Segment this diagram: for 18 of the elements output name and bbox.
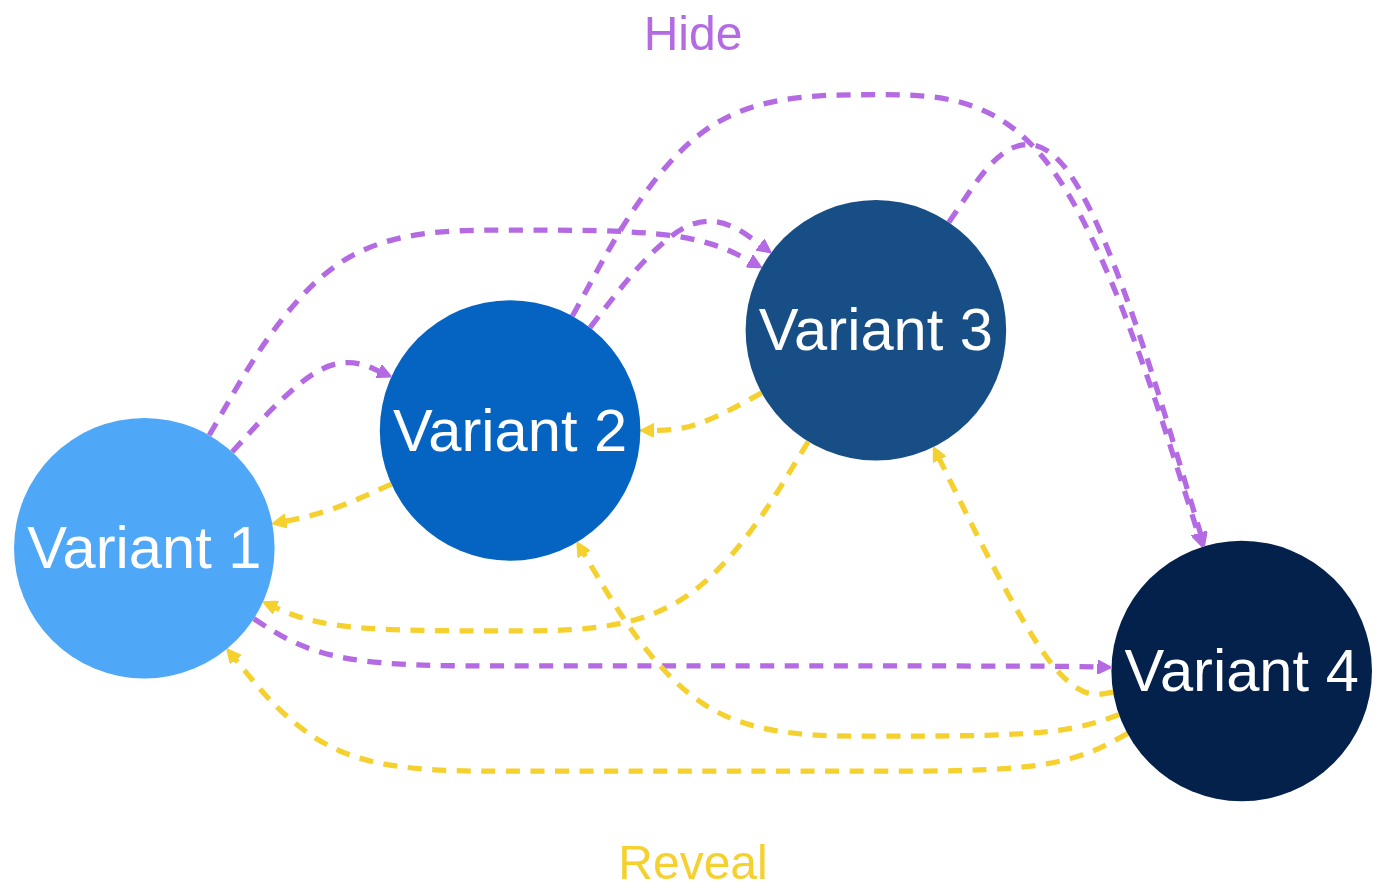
arrow	[587, 218, 772, 330]
arrow	[230, 360, 393, 454]
arrow	[946, 141, 1208, 547]
arrow	[570, 92, 1206, 548]
node-circle: Variant 2	[379, 300, 641, 561]
arrow	[932, 446, 1114, 697]
arrow	[576, 541, 1120, 739]
arrow	[252, 616, 1113, 675]
node-circle: Variant 3	[745, 199, 1007, 461]
arrow	[262, 440, 811, 634]
arrow	[206, 227, 763, 437]
group-label: Reveal	[618, 835, 768, 890]
arrow	[226, 648, 1129, 774]
arrow	[639, 390, 763, 439]
node-circle: Variant 4	[1111, 540, 1372, 802]
arrow	[271, 481, 393, 529]
group-label: Hide	[643, 6, 743, 61]
node-circle: Variant 1	[14, 417, 275, 679]
